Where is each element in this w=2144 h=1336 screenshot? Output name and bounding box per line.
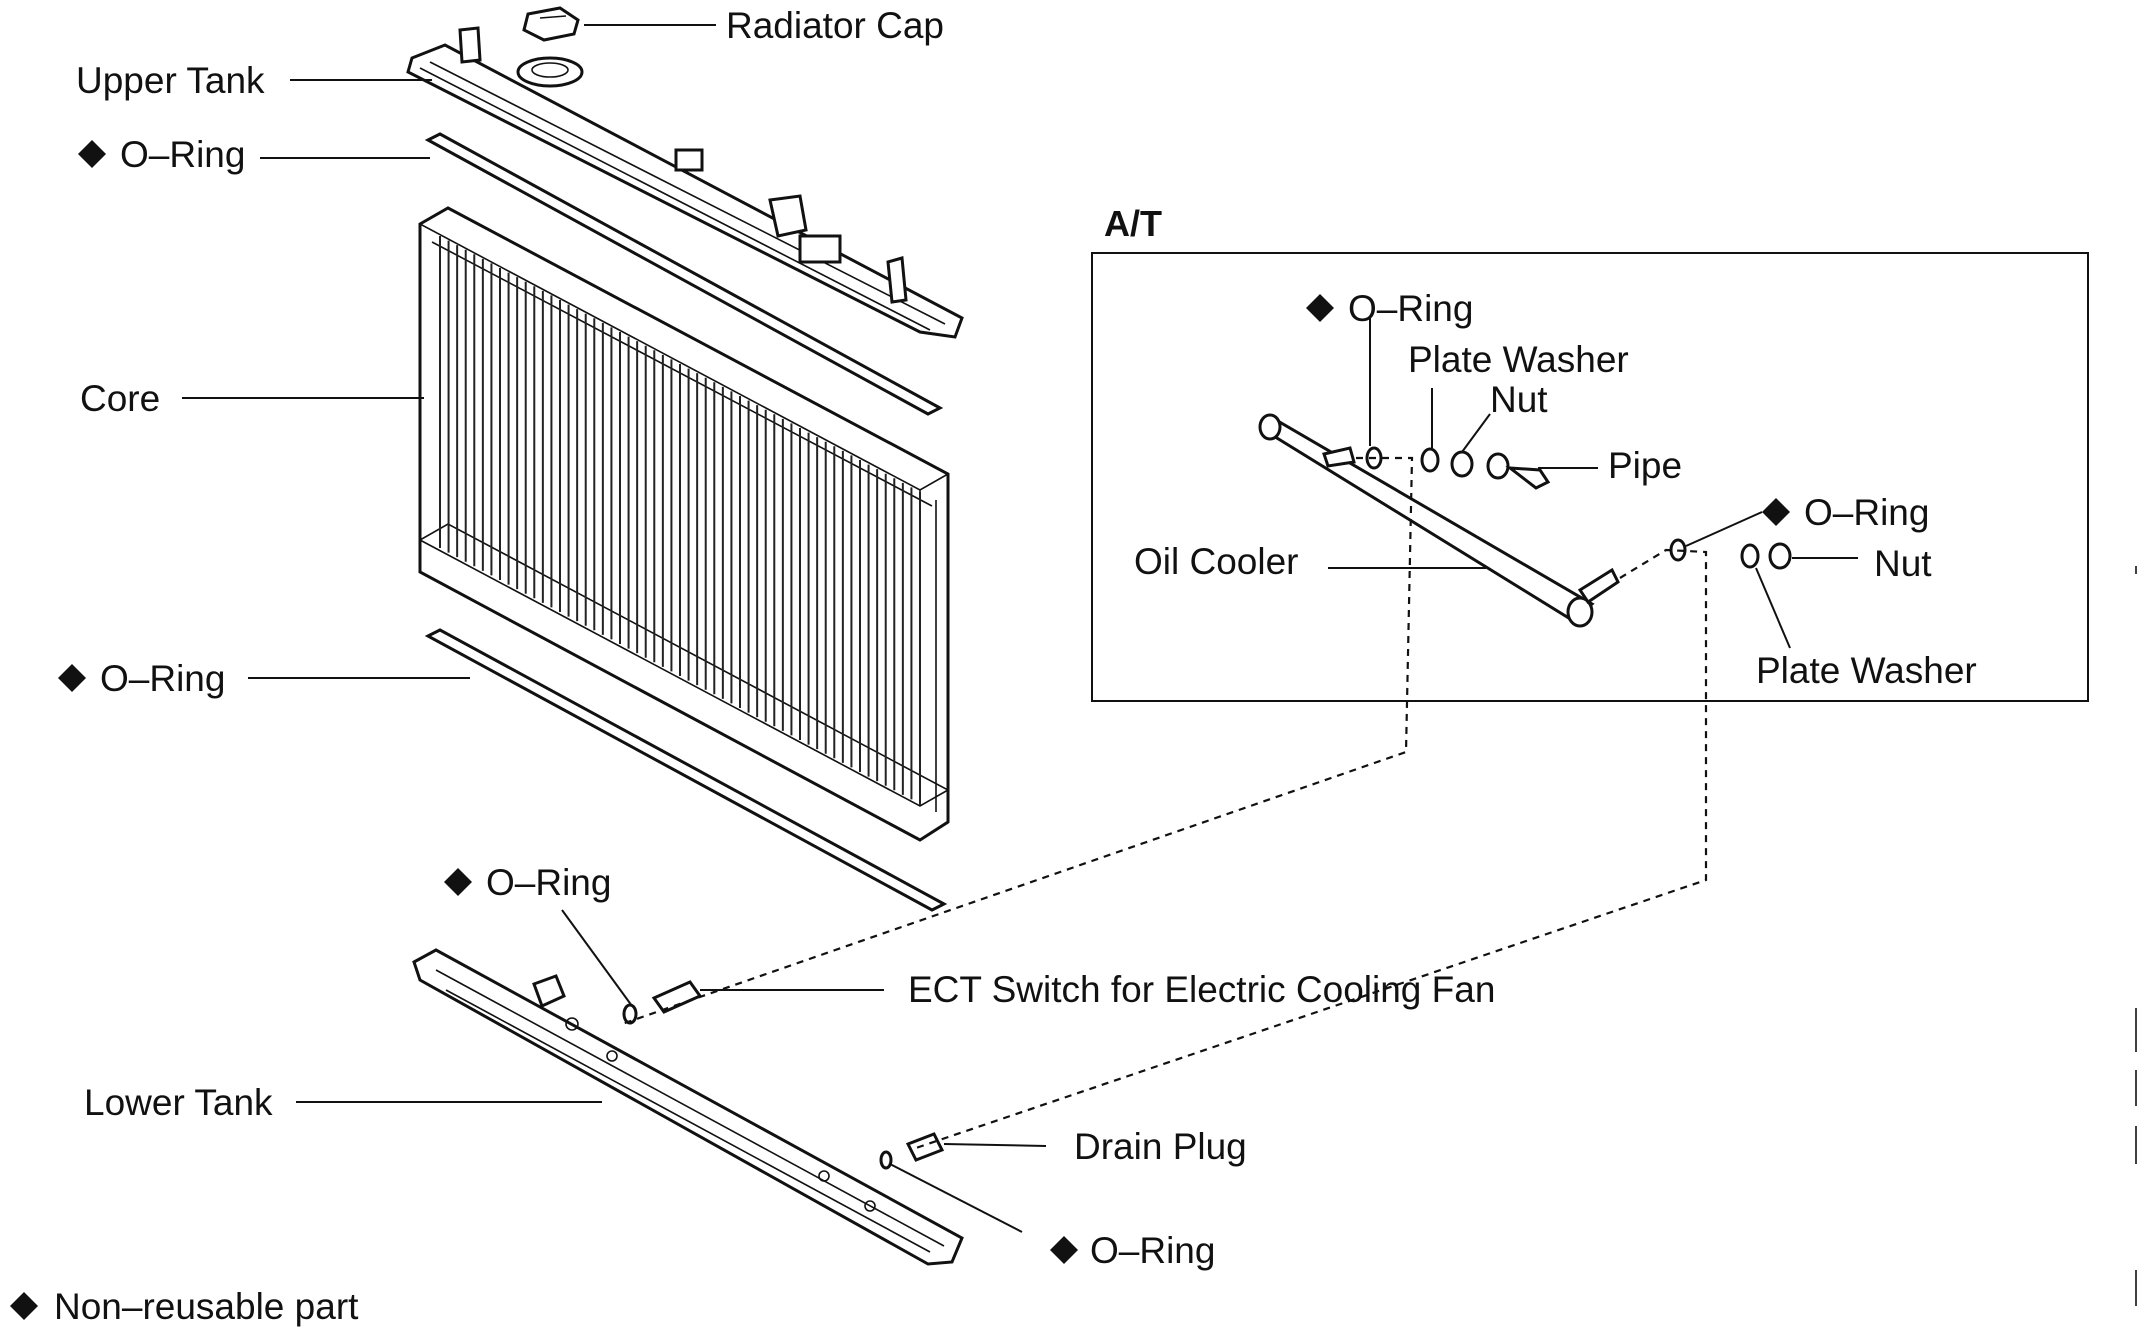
radiator-cap-part [522, 6, 580, 42]
label-at-plate-washer-2: Plate Washer [1756, 650, 1977, 691]
upper-tank-part [406, 26, 964, 339]
label-at-o-ring-1: O–Ring [1348, 288, 1473, 329]
lower-o-ring-gasket [424, 628, 948, 912]
diamond-icon [444, 868, 472, 896]
oil-cooler-part [1258, 413, 1620, 628]
radiator-core-part [418, 206, 950, 842]
label-o-ring-upper: O–Ring [120, 134, 245, 175]
at-detail-box [1091, 252, 2089, 702]
ect-switch-part [622, 980, 703, 1025]
diamond-icon [1050, 1236, 1078, 1264]
leader-lines [182, 24, 1858, 1233]
drain-plug-part [879, 1132, 945, 1170]
label-at-o-ring-2: O–Ring [1804, 492, 1929, 533]
label-ect-switch: ECT Switch for Electric Cooling Fan [908, 969, 1495, 1010]
diamond-icon [10, 1292, 38, 1320]
assembly-dashed-lines [621, 456, 1708, 1152]
at-box-title: A/T [1104, 203, 1162, 244]
label-core: Core [80, 378, 160, 419]
label-o-ring-drain: O–Ring [1090, 1230, 1215, 1271]
upper-o-ring-gasket [424, 132, 944, 416]
label-o-ring-ect: O–Ring [486, 862, 611, 903]
lower-tank-part [412, 948, 964, 1266]
label-at-pipe: Pipe [1608, 445, 1682, 486]
diamond-icon [58, 664, 86, 692]
diamond-icon [78, 140, 106, 168]
label-at-nut-1: Nut [1490, 379, 1548, 420]
label-upper-tank: Upper Tank [76, 60, 265, 101]
label-at-plate-washer-1: Plate Washer [1408, 339, 1629, 380]
label-drain-plug: Drain Plug [1074, 1126, 1247, 1167]
core-fins [439, 236, 921, 804]
upper-fitting-parts [1365, 446, 1551, 490]
label-at-nut-2: Nut [1874, 543, 1932, 584]
legend-non-reusable: Non–reusable part [54, 1286, 359, 1327]
label-o-ring-lower: O–Ring [100, 658, 225, 699]
label-radiator-cap: Radiator Cap [726, 5, 944, 46]
diamond-markers [10, 140, 1790, 1320]
diamond-icon [1306, 294, 1334, 322]
diamond-icon [1762, 498, 1790, 526]
label-lower-tank: Lower Tank [84, 1082, 273, 1123]
lower-fitting-parts [1669, 538, 1792, 570]
label-at-oil-cooler: Oil Cooler [1134, 541, 1299, 582]
